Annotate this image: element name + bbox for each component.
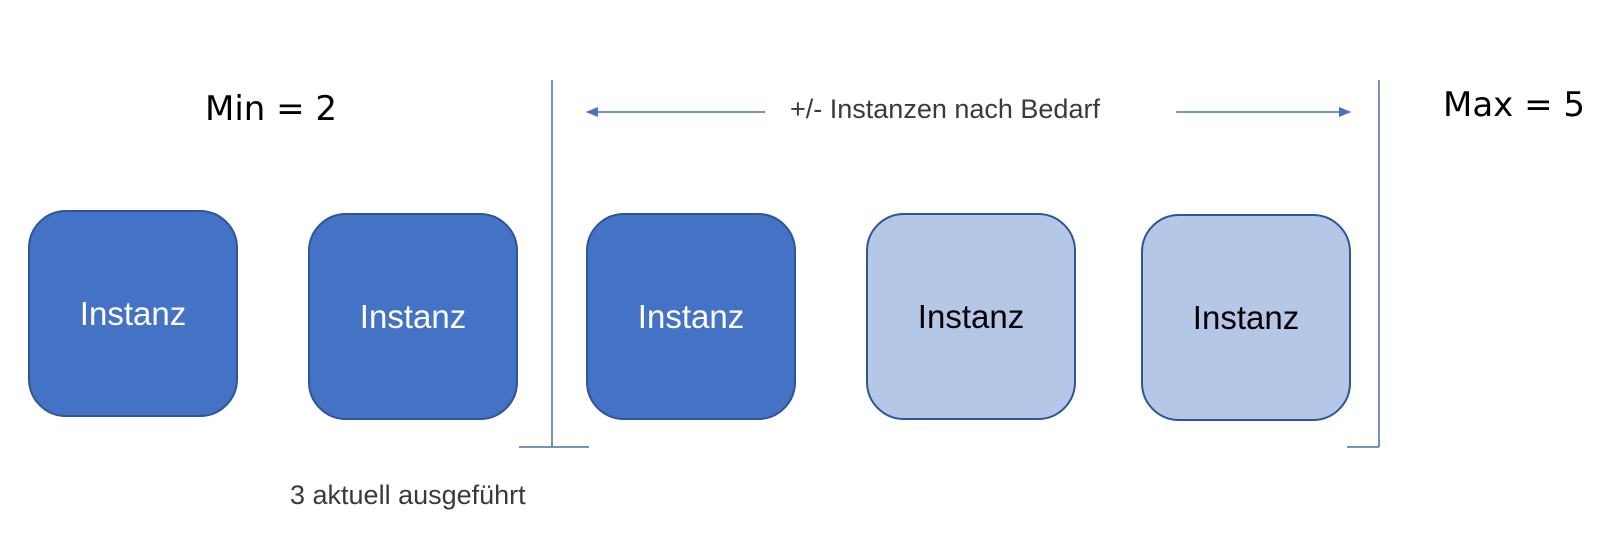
- instance-box-4: Instanz: [866, 213, 1076, 420]
- instance-box-2: Instanz: [308, 213, 518, 420]
- instance-label: Instanz: [917, 297, 1025, 335]
- running-count-label: 3 aktuell ausgeführt: [290, 480, 526, 510]
- instance-label: Instanz: [359, 297, 467, 335]
- range-label: +/- Instanzen nach Bedarf: [790, 94, 1100, 124]
- min-label: Min = 2: [205, 89, 338, 129]
- instance-box-3: Instanz: [586, 213, 796, 420]
- instance-label: Instanz: [79, 294, 187, 332]
- instance-box-1: Instanz: [28, 210, 238, 417]
- max-label: Max = 5: [1443, 85, 1586, 125]
- instance-label: Instanz: [637, 297, 745, 335]
- instance-label: Instanz: [1192, 298, 1300, 336]
- instance-box-5: Instanz: [1141, 214, 1351, 421]
